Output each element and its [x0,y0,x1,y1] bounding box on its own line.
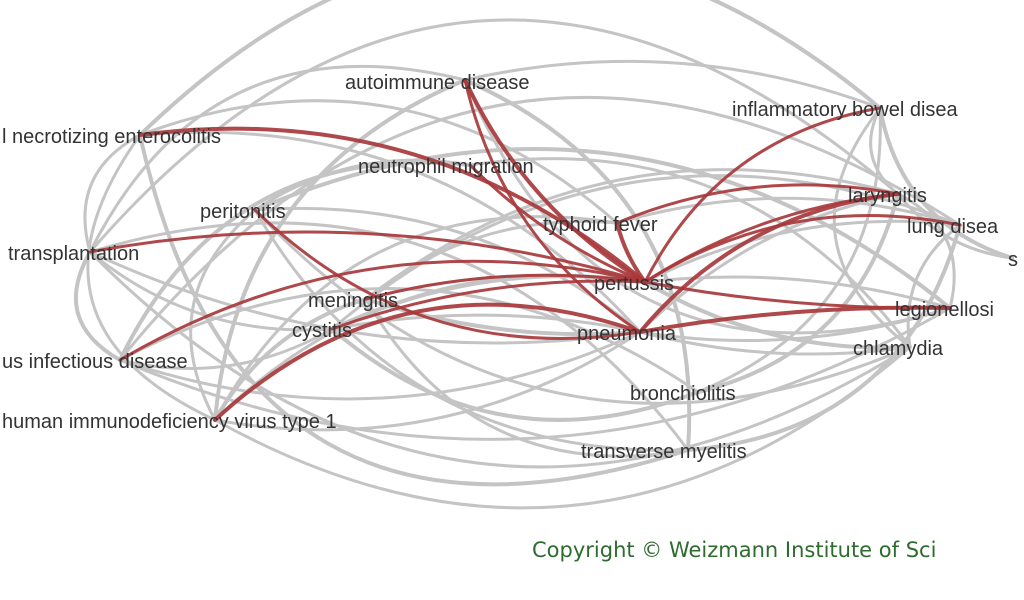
edge-myelitis-transplantation [88,221,690,452]
node-label-neutrophil[interactable]: neutrophil migration [358,156,534,178]
edge-myelitis-peritonitis [253,208,690,452]
highlight-edge-pertussis-lung [643,214,962,284]
node-label-hiv[interactable]: human immunodeficiency virus type 1 [2,411,337,433]
node-label-meningitis[interactable]: meningitis [308,290,398,312]
edge-typhoid-nec [138,99,619,225]
highlight-edge-autoimmune-pertussis [463,78,647,284]
edge-ibd-s [878,106,1014,260]
edge-neutrophil-infectious [118,160,472,362]
edge-legionellosis-laryngitis [896,192,956,310]
edge-pneumonia-chlamydia [638,330,912,356]
edge-peritonitis-chlamydia [253,208,912,405]
node-label-myelitis[interactable]: transverse myelitis [581,441,747,463]
highlight-edge-typhoid-laryngitis [615,183,900,225]
edge-nec-pneumonia [138,130,642,334]
highlight-edge-pertussis-ibd [643,106,882,284]
edge-transplantation-laryngitis [88,18,900,254]
highlight-edge-meningitis-pertussis [364,273,647,301]
node-label-autoimmune[interactable]: autoimmune disease [345,72,530,94]
edge-autoimmune-legionellosis [463,78,952,335]
node-label-peritonitis[interactable]: peritonitis [200,201,286,223]
edge-layer [74,0,1014,510]
node-label-laryngitis[interactable]: laryngitis [848,185,927,207]
highlight-edge-infectious-pertussis [118,259,647,362]
edge-laryngitis-s [896,192,1014,260]
edge-ibd-chlamydia [832,106,912,349]
highlight-edge-transplantation-pertussis [88,230,647,284]
node-label-chlamydia[interactable]: chlamydia [853,338,944,360]
node-label-bronchiolitis[interactable]: bronchiolitis [630,383,736,405]
edge-transplantation-pneumonia [88,250,642,345]
node-label-pneumonia[interactable]: pneumonia [577,323,677,345]
edge-pneumonia-laryngitis [638,192,900,334]
highlight-edge-layer [88,78,962,422]
highlight-edge-autoimmune-pneumonia [463,78,642,334]
highlight-edge-peritonitis-pneumonia [253,208,642,340]
edge-pertussis-lung [643,219,962,284]
highlight-edge-cystitis-pertussis [330,279,647,331]
edge-autoimmune-hiv [213,78,467,422]
node-label-infectious[interactable]: us infectious disease [2,351,188,373]
edge-pneumonia-hiv [213,330,642,432]
edge-infectious-pneumonia [118,330,642,401]
node-label-s[interactable]: s [1008,249,1018,271]
edge-cystitis-infectious [118,327,334,371]
edge-nec-myelitis [138,133,690,487]
edge-myelitis-lung [686,223,962,452]
edge-nec-hiv [86,133,217,422]
edge-infectious-legionellosis [118,306,952,441]
edge-autoimmune-ibd [463,59,882,110]
edge-cystitis-lung [330,174,962,331]
copyright-notice: Copyright © Weizmann Institute of Sci [532,538,937,562]
edge-transplantation-chlamydia [88,250,912,469]
node-label-legionellosis[interactable]: legionellosi [895,299,994,321]
edge-meningitis-laryngitis [364,168,900,301]
edge-transplantation-infectious [74,250,122,362]
edge-autoimmune-transplantation [88,64,467,254]
edge-ibd-laryngitis [869,106,900,196]
node-label-nec[interactable]: l necrotizing enterocolitis [2,126,221,148]
edge-pneumonia-meningitis [364,297,642,337]
label-layer: autoimmune disease inflammatory bowel dis… [2,72,1018,463]
edge-autoimmune-myelitis [463,78,692,452]
highlight-edge-hiv-pneumonia [213,302,642,422]
node-label-typhoid[interactable]: typhoid fever [543,214,658,236]
edge-bronchiolitis-ibd [696,106,882,394]
edge-bronchiolitis-laryngitis [696,192,900,394]
edge-typhoid-meningitis [364,220,619,301]
node-label-pertussis[interactable]: pertussis [594,273,674,295]
edge-meningitis-myelitis [364,297,690,458]
node-label-ibd[interactable]: inflammatory bowel disea [732,99,959,121]
node-label-cystitis[interactable]: cystitis [292,320,352,342]
edge-cystitis-bronchiolitis [330,327,700,422]
edge-nec-transplantation [83,133,142,254]
node-label-transplantation[interactable]: transplantation [8,243,139,265]
highlight-edge-pneumonia-laryngitis [638,192,900,334]
edge-nec-ibd [138,0,882,137]
highlight-edge-pneumonia-legionellosis [638,305,952,334]
edge-transplantation-cystitis [88,250,334,332]
highlight-edge-typhoid-pertussis [615,221,647,284]
edge-neutrophil-chlamydia [468,157,912,349]
node-label-lung[interactable]: lung disea [907,216,999,238]
highlight-edge-nec-pertussis [138,126,647,284]
